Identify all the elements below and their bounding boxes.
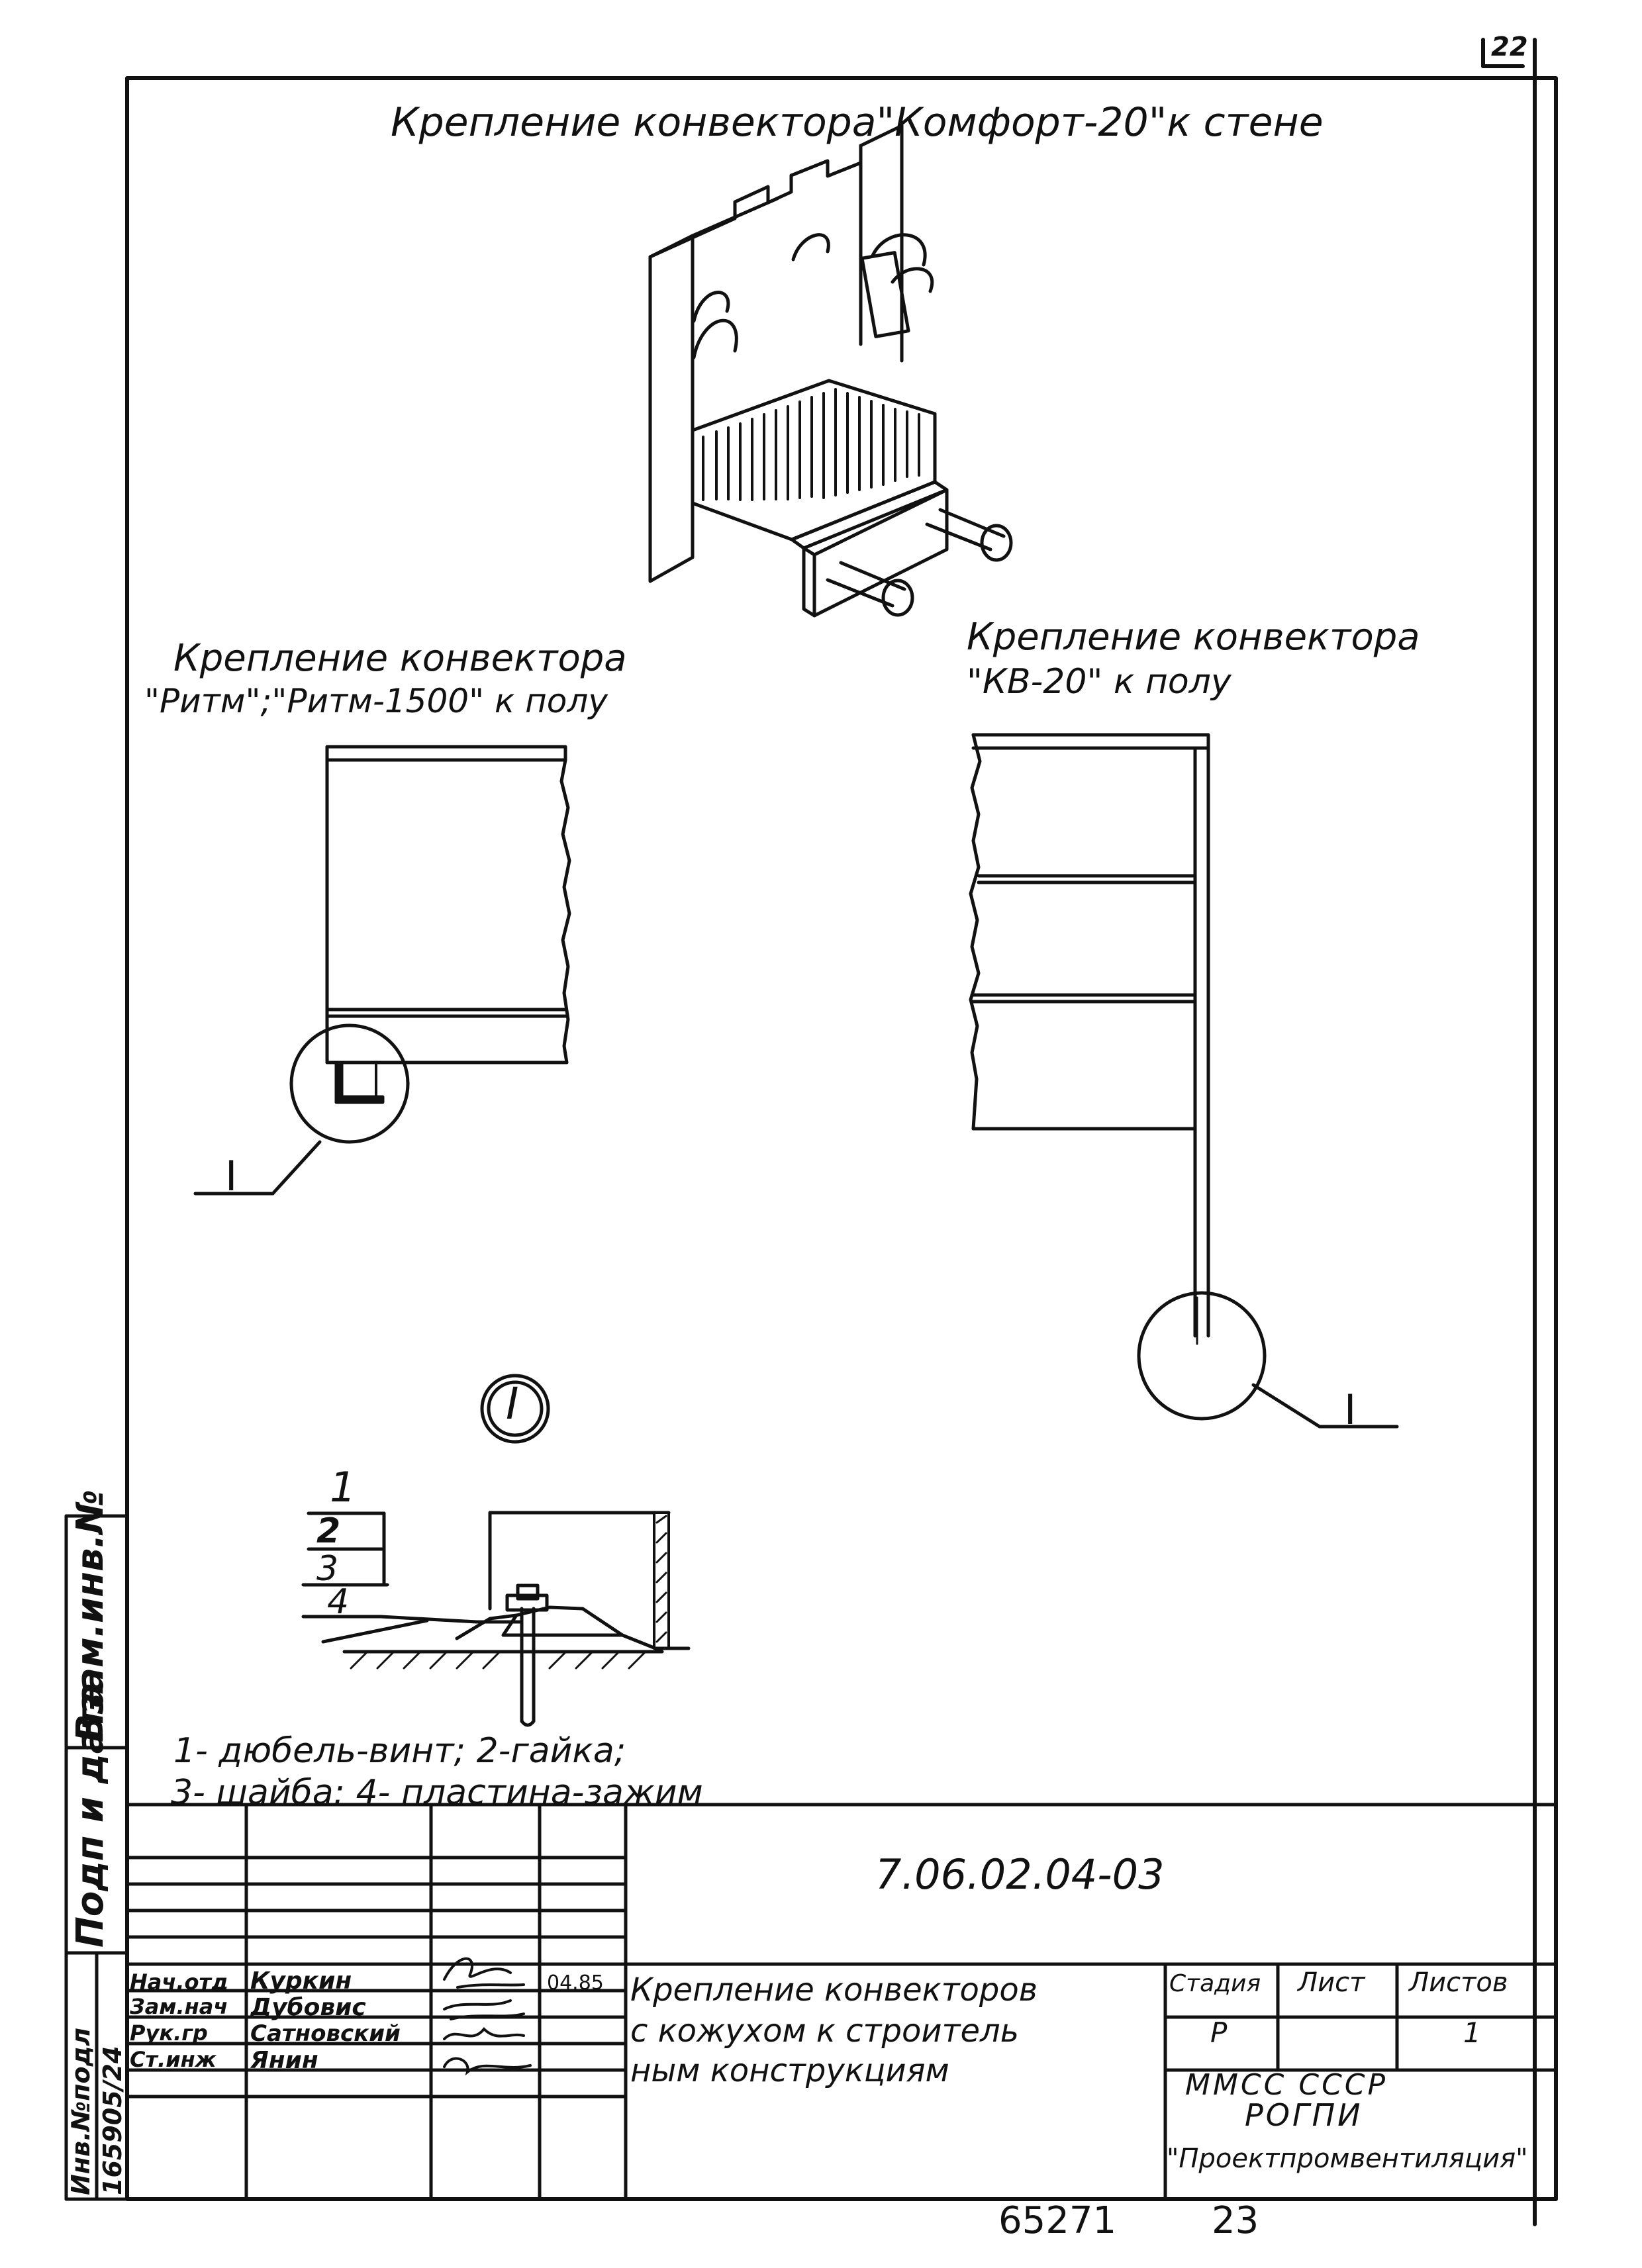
title-block-grid <box>64 1514 1558 2201</box>
left-title-line1: Крепление конвектора <box>173 637 627 680</box>
detail-circle-label: I <box>506 1378 519 1429</box>
document-code: 7.06.02.04-03 <box>875 1850 1165 1899</box>
left-title-line2: "Ритм";"Ритм-1500" к полу <box>144 682 608 720</box>
inv-label: Инв.№подл <box>66 2027 95 2195</box>
org-line3: "Проектпромвентиляция" <box>1167 2144 1528 2174</box>
replace-inv-label: Взам.инв.№ <box>69 1489 112 1742</box>
footer-code: 65271 <box>998 2199 1117 2242</box>
sheets-value: 1 <box>1463 2016 1481 2049</box>
stamp-name-2: Дубовис <box>250 1994 366 2021</box>
right-title-line1: Крепление конвектора <box>967 616 1420 659</box>
stamp-title-line3: ным конструкциям <box>630 2052 949 2089</box>
stamp-date-1: 04.85 <box>547 1971 604 1995</box>
stamp-role-4: Ст.инж <box>130 2047 217 2072</box>
sheets-header: Листов <box>1409 1967 1508 1998</box>
stamp-name-3: Сатновский <box>250 2020 401 2047</box>
comfort-20-isometric <box>648 124 1013 618</box>
stage-value: Р <box>1210 2016 1228 2049</box>
stamp-role-1: Нач.отд <box>130 1969 228 1995</box>
legend-line1: 1- дюбель-винт; 2-гайка; <box>173 1731 626 1771</box>
legend-line2: 3- шайба: 4- пластина-зажим <box>171 1773 703 1813</box>
detail-number-3: 3 <box>316 1549 339 1589</box>
stamp-role-3: Рук.гр <box>130 2020 208 2046</box>
right-title-line2: "КВ-20" к полу <box>967 662 1232 702</box>
detail-number-2: 2 <box>316 1511 341 1551</box>
right-callout-label: I <box>1344 1386 1357 1434</box>
stamp-title-line1: Крепление конвекторов <box>630 1971 1038 2008</box>
stage-header: Стадия <box>1169 1970 1261 1997</box>
sheet-header: Лист <box>1298 1967 1365 1998</box>
stamp-title-line2: с кожухом к строитель <box>630 2012 1019 2050</box>
corner-mark: 22 <box>1491 32 1528 62</box>
left-callout-label: I <box>225 1152 238 1200</box>
footer-page: 23 <box>1212 2199 1259 2242</box>
stamp-name-1: Куркин <box>250 1967 352 1995</box>
sheet-frame <box>125 76 1558 2201</box>
inv-value: 165905/24 <box>98 2046 127 2195</box>
kv-20-elevation <box>969 733 1399 1429</box>
detail-number-1: 1 <box>330 1463 356 1511</box>
stamp-name-4: Янин <box>250 2047 318 2074</box>
signatures <box>443 1957 532 2076</box>
detail-number-4: 4 <box>327 1582 350 1622</box>
ritm-elevation <box>193 745 571 1196</box>
detail-I-section <box>301 1374 691 1727</box>
main-title: Крепление конвектора"Комфорт-20"к стене <box>391 99 1324 146</box>
org-line2: РОГПИ <box>1245 2097 1363 2133</box>
org-line1: ММСС СССР <box>1185 2068 1388 2102</box>
stamp-role-2: Зам.нач <box>130 1994 228 2019</box>
